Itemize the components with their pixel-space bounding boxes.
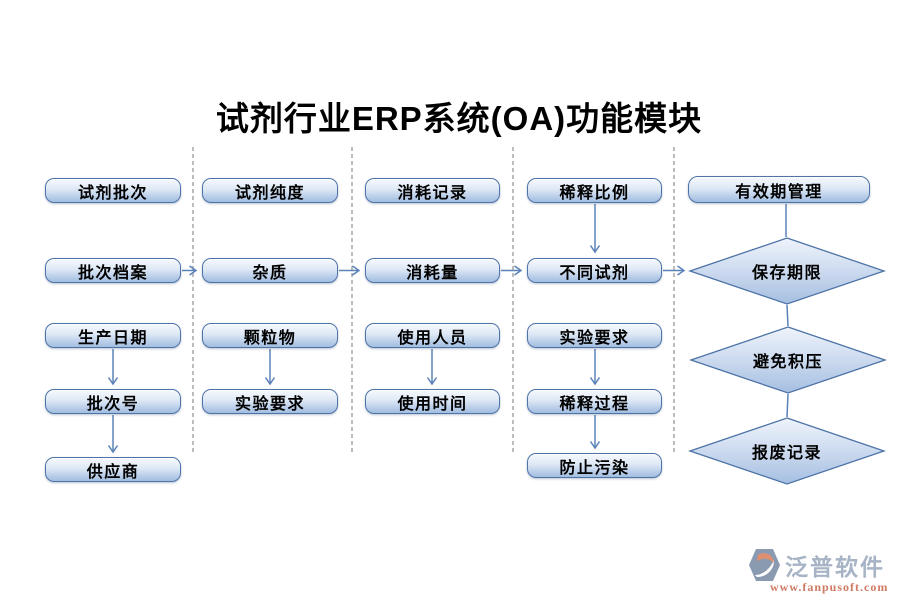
column-separator-lines — [192, 147, 675, 453]
node-experiment-requirements-2: 实验要求 — [527, 323, 662, 348]
node-experiment-requirements: 实验要求 — [202, 389, 338, 414]
node-reagent-batch: 试剂批次 — [45, 178, 181, 203]
decision-diamonds — [687, 237, 888, 485]
node-user-personnel: 使用人员 — [365, 323, 500, 348]
node-usage-time: 使用时间 — [365, 389, 500, 414]
node-label: 杂质 — [252, 264, 288, 282]
node-batch-number: 批次号 — [45, 389, 181, 414]
node-label: 使用时间 — [397, 395, 468, 413]
node-different-reagents: 不同试剂 — [527, 258, 662, 283]
connector-avoid-overstock-to-scrap-record — [786, 393, 789, 418]
node-label: 稀释比例 — [559, 184, 630, 202]
diamond-label-avoid-overstock: 避免积压 — [752, 354, 823, 371]
node-label: 生产日期 — [77, 329, 148, 347]
node-label: 稀释过程 — [559, 395, 630, 413]
node-label: 实验要求 — [234, 395, 305, 413]
node-impurities: 杂质 — [202, 258, 338, 283]
connector-storage-period-to-avoid-overstock — [786, 304, 789, 327]
node-dilution-ratio: 稀释比例 — [527, 178, 662, 203]
node-label: 试剂纯度 — [234, 184, 305, 202]
node-particulates: 颗粒物 — [202, 323, 338, 348]
node-label: 防止污染 — [559, 459, 630, 477]
node-production-date: 生产日期 — [45, 323, 181, 348]
node-label: 供应商 — [86, 463, 140, 481]
node-label: 实验要求 — [559, 329, 630, 347]
node-supplier: 供应商 — [45, 457, 181, 482]
node-dilution-process: 稀释过程 — [527, 389, 662, 414]
diagram-title: 试剂行业ERP系统(OA)功能模块 — [215, 100, 703, 137]
node-validity-management: 有效期管理 — [688, 176, 870, 203]
node-label: 试剂批次 — [77, 184, 148, 202]
fanpu-watermark: 泛普软件 www.fanpusoft.com — [746, 548, 896, 596]
node-consumption-record: 消耗记录 — [365, 178, 500, 203]
fanpu-logo-text: 泛普软件 — [785, 554, 885, 580]
diamond-label-storage-period: 保存期限 — [751, 265, 822, 282]
node-label: 消耗记录 — [397, 184, 468, 202]
node-label: 消耗量 — [406, 264, 459, 282]
decision-diamond-scrap-record — [687, 417, 887, 485]
node-label: 颗粒物 — [243, 329, 297, 347]
flow-arrows — [107, 204, 789, 454]
node-label: 有效期管理 — [735, 183, 823, 201]
node-prevent-contamination: 防止污染 — [527, 453, 662, 478]
decision-diamond-storage-period — [687, 237, 887, 305]
node-reagent-purity: 试剂纯度 — [202, 178, 338, 203]
node-label: 批次档案 — [77, 264, 148, 282]
node-batch-archive: 批次档案 — [45, 258, 181, 283]
node-label: 使用人员 — [397, 329, 468, 347]
node-consumption-amount: 消耗量 — [365, 258, 500, 283]
fanpu-logo-url: www.fanpusoft.com — [770, 580, 889, 594]
diamond-label-scrap-record: 报废记录 — [751, 445, 822, 462]
fanpu-logo-icon — [749, 549, 780, 581]
decision-diamond-avoid-overstock — [688, 326, 888, 394]
node-label: 批次号 — [86, 395, 140, 413]
node-label: 不同试剂 — [559, 264, 630, 282]
